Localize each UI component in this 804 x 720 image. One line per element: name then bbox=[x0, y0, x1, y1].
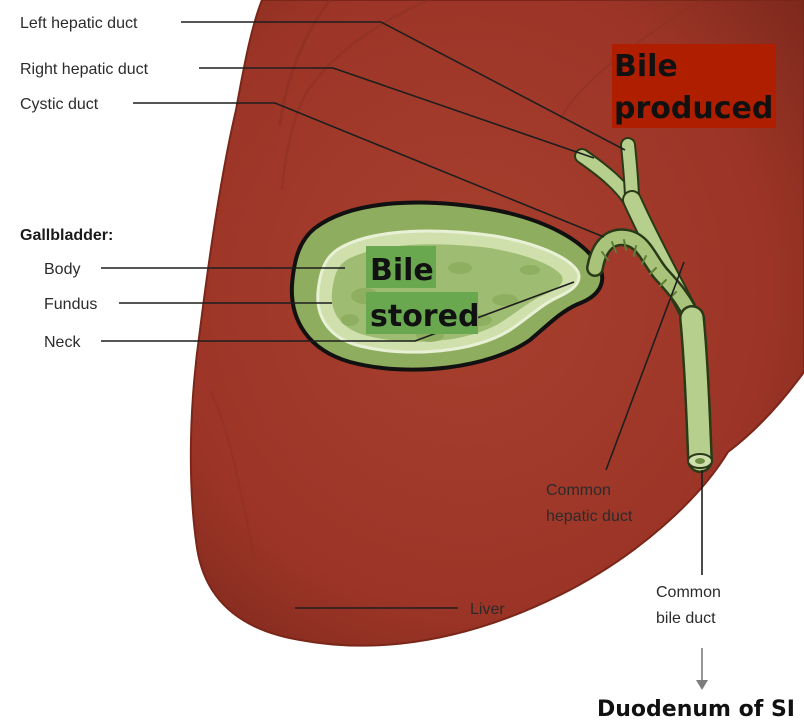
label-fundus: Fundus bbox=[44, 296, 97, 313]
label-common-bile-duct-line1: Common bbox=[656, 584, 721, 601]
bile-stored-line2: stored bbox=[370, 299, 479, 334]
label-common-hepatic-duct-line2: hepatic duct bbox=[546, 508, 633, 525]
bile-produced-line2: produced bbox=[614, 91, 773, 126]
label-common-bile-duct-line2: bile duct bbox=[656, 610, 716, 627]
bile-produced-line1: Bile bbox=[614, 49, 678, 84]
label-neck: Neck bbox=[44, 334, 81, 351]
label-gallbladder-heading: Gallbladder: bbox=[20, 227, 113, 244]
bile-stored-line1: Bile bbox=[370, 253, 434, 288]
flow-to-duodenum: Duodenum of SI bbox=[597, 648, 795, 720]
bile-produced-annotation: Bile produced bbox=[612, 44, 776, 128]
label-right-hepatic-duct: Right hepatic duct bbox=[20, 61, 149, 78]
duodenum-label: Duodenum of SI bbox=[597, 697, 795, 720]
label-body: Body bbox=[44, 261, 80, 278]
label-cystic-duct: Cystic duct bbox=[20, 96, 99, 113]
label-common-hepatic-duct-line1: Common bbox=[546, 482, 611, 499]
arrow-down-icon bbox=[696, 680, 708, 690]
label-left-hepatic-duct: Left hepatic duct bbox=[20, 15, 138, 32]
label-liver: Liver bbox=[470, 601, 505, 618]
